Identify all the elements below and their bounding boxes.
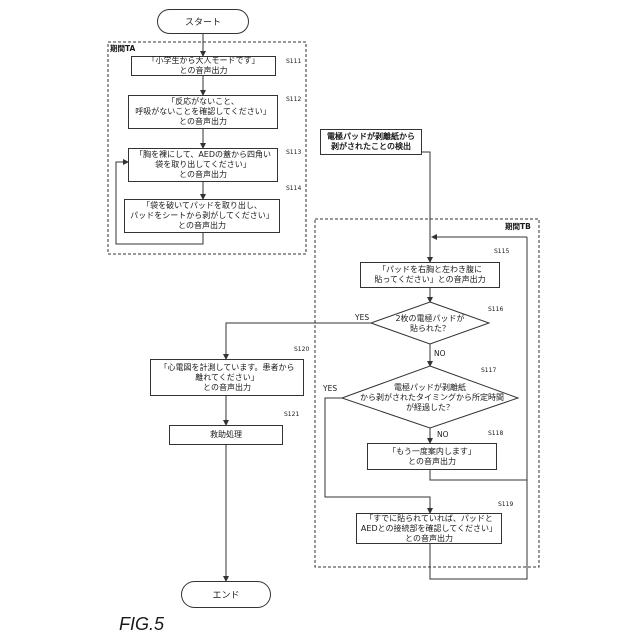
decision-text: 2枚の電極パッドが (390, 314, 470, 324)
step-text: 「胸を裸にして、AEDの蓋から四角い (135, 150, 271, 160)
step-s115-box: 「パッドを右胸と左わき腹に 貼ってください」との音声出力 (360, 262, 500, 288)
end-terminal: エンド (181, 581, 271, 608)
step-text: との音声出力 (178, 221, 226, 231)
yes-label-s116: YES (355, 313, 369, 322)
step-text: 「反応がないこと、 (167, 97, 239, 107)
step-text: 袋を取り出してください」 (155, 160, 251, 170)
step-text: 呼吸がないことを確認してください」 (135, 107, 271, 117)
decision-text: 電極パッドが剥離紙 (360, 383, 500, 393)
step-text: 「もう一度案内します」 (388, 447, 476, 457)
step-text: 「袋を破いてパッドを取り出し、 (142, 201, 262, 211)
step-text: との音声出力 (408, 457, 456, 467)
no-label-s116: NO (434, 349, 446, 358)
step-id: S118 (488, 430, 503, 437)
decision-text: から剥がされたタイミングから所定時間 (360, 393, 500, 403)
step-text: との音声出力 (203, 383, 251, 393)
yes-label-s117: YES (323, 384, 337, 393)
end-label: エンド (212, 588, 239, 601)
step-s120-box: 「心電図を計測しています。患者から 離れてください」 との音声出力 (150, 359, 304, 396)
step-text: との音声出力 (405, 534, 453, 544)
step-text: との音声出力 (179, 170, 227, 180)
step-text: 救助処理 (210, 430, 242, 440)
no-label-s117: NO (437, 430, 449, 439)
step-s121-box: 救助処理 (169, 425, 283, 445)
step-id: S111 (286, 58, 301, 65)
step-id: S113 (286, 149, 301, 156)
step-id: S117 (481, 367, 496, 374)
step-id: S116 (488, 306, 503, 313)
step-id: S112 (286, 96, 301, 103)
detect-line: 剥がされたことの検出 (331, 142, 411, 152)
step-text: AEDとの接続部を確認してください」 (361, 524, 497, 534)
step-s113-box: 「胸を裸にして、AEDの蓋から四角い 袋を取り出してください」 との音声出力 (128, 148, 278, 182)
step-text: 離れてください」 (195, 373, 259, 383)
step-text: との音声出力 (180, 66, 228, 76)
step-s111-box: 「小学生から大人モードです」 との音声出力 (131, 56, 276, 76)
decision-text: 貼られた？ (390, 324, 470, 334)
step-id: S115 (494, 248, 509, 255)
decision-s117-text: 電極パッドが剥離紙 から剥がされたタイミングから所定時間 が経過した？ (360, 383, 500, 413)
figure-label: FIG.5 (119, 614, 164, 635)
step-id: S121 (284, 411, 299, 418)
step-text: 「小学生から大人モードです」 (148, 56, 260, 66)
start-terminal: スタート (157, 9, 249, 34)
step-id: S119 (498, 501, 513, 508)
step-s119-box: 「すでに貼られていれば、パッドと AEDとの接続部を確認してください」 との音声… (356, 513, 502, 544)
step-s112-box: 「反応がないこと、 呼吸がないことを確認してください」 との音声出力 (128, 95, 278, 129)
decision-s116-text: 2枚の電極パッドが 貼られた？ (390, 314, 470, 334)
start-label: スタート (185, 15, 221, 28)
step-text: 「パッドを右胸と左わき腹に (378, 265, 482, 275)
detection-box: 電極パッドが剥離紙から 剥がされたことの検出 (320, 129, 422, 155)
step-id: S114 (286, 185, 301, 192)
decision-text: が経過した？ (360, 403, 500, 413)
step-text: との音声出力 (179, 117, 227, 127)
step-text: 「心電図を計測しています。患者から (160, 363, 295, 373)
period-ta-label: 期間TA (110, 43, 135, 54)
step-s118-box: 「もう一度案内します」 との音声出力 (367, 443, 497, 470)
step-text: パッドをシートから剥がしてください」 (130, 211, 274, 221)
step-id: S120 (294, 346, 309, 353)
step-text: 「すでに貼られていれば、パッドと (365, 514, 493, 524)
step-text: 貼ってください」との音声出力 (374, 275, 485, 285)
detect-line: 電極パッドが剥離紙から (327, 132, 415, 142)
step-s114-box: 「袋を破いてパッドを取り出し、 パッドをシートから剥がしてください」 との音声出… (124, 199, 280, 233)
period-tb-label: 期間TB (505, 221, 531, 232)
